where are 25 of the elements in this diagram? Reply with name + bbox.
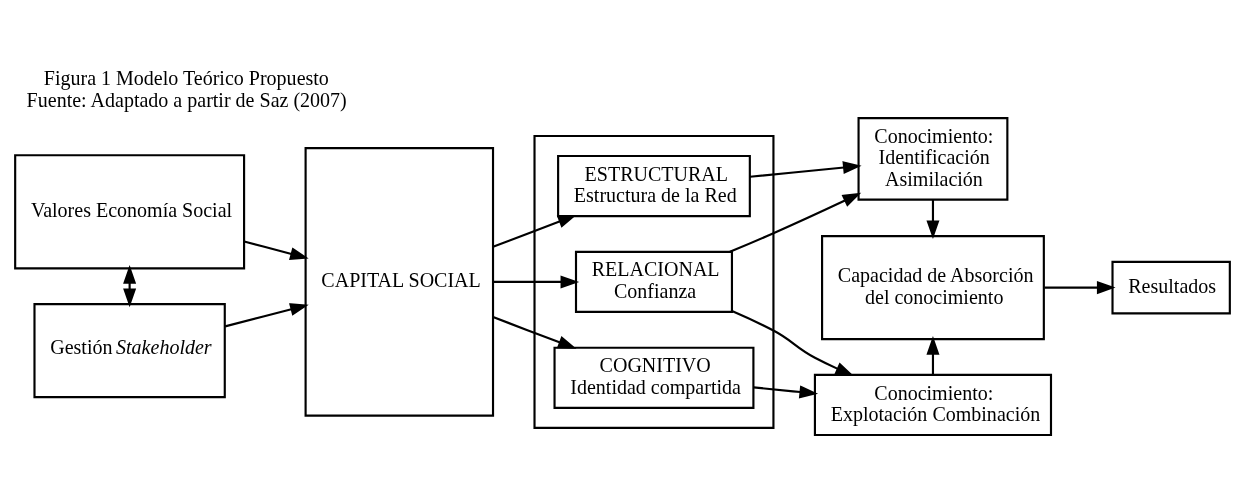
node-box: Gestión Stakeholder xyxy=(33,302,226,398)
node-box: CAPITAL SOCIAL xyxy=(304,146,495,417)
node-box: Conocimiento: Explotación Combinación xyxy=(813,373,1053,436)
arrow xyxy=(753,384,819,398)
node-box: Resultados xyxy=(1111,260,1231,314)
arrow xyxy=(926,335,940,375)
cluster xyxy=(533,134,775,429)
arrow xyxy=(749,160,862,178)
arrow xyxy=(493,274,580,288)
diagram-title: Figura 1 Modelo Teórico Propuesto xyxy=(43,66,329,89)
node-box: COGNITIVO Identidad compartida xyxy=(553,346,755,409)
arrow xyxy=(926,199,940,239)
arrow xyxy=(243,240,309,260)
node-box: ESTRUCTURAL Estructura de la Red xyxy=(557,154,751,217)
arrow xyxy=(1044,280,1116,294)
node-box: Conocimiento: Identificación Asimilación xyxy=(857,116,1009,201)
node-box: RELACIONAL Confianza xyxy=(574,250,734,313)
arrow xyxy=(492,315,577,349)
arrow xyxy=(123,264,137,307)
arrow xyxy=(732,309,854,376)
arrow xyxy=(729,192,862,253)
node-box: Valores Economía Social xyxy=(14,153,246,269)
arrow xyxy=(492,214,577,248)
arrow xyxy=(224,302,309,327)
node-box: Capacidad de Absorción del conocimiento xyxy=(821,234,1045,340)
